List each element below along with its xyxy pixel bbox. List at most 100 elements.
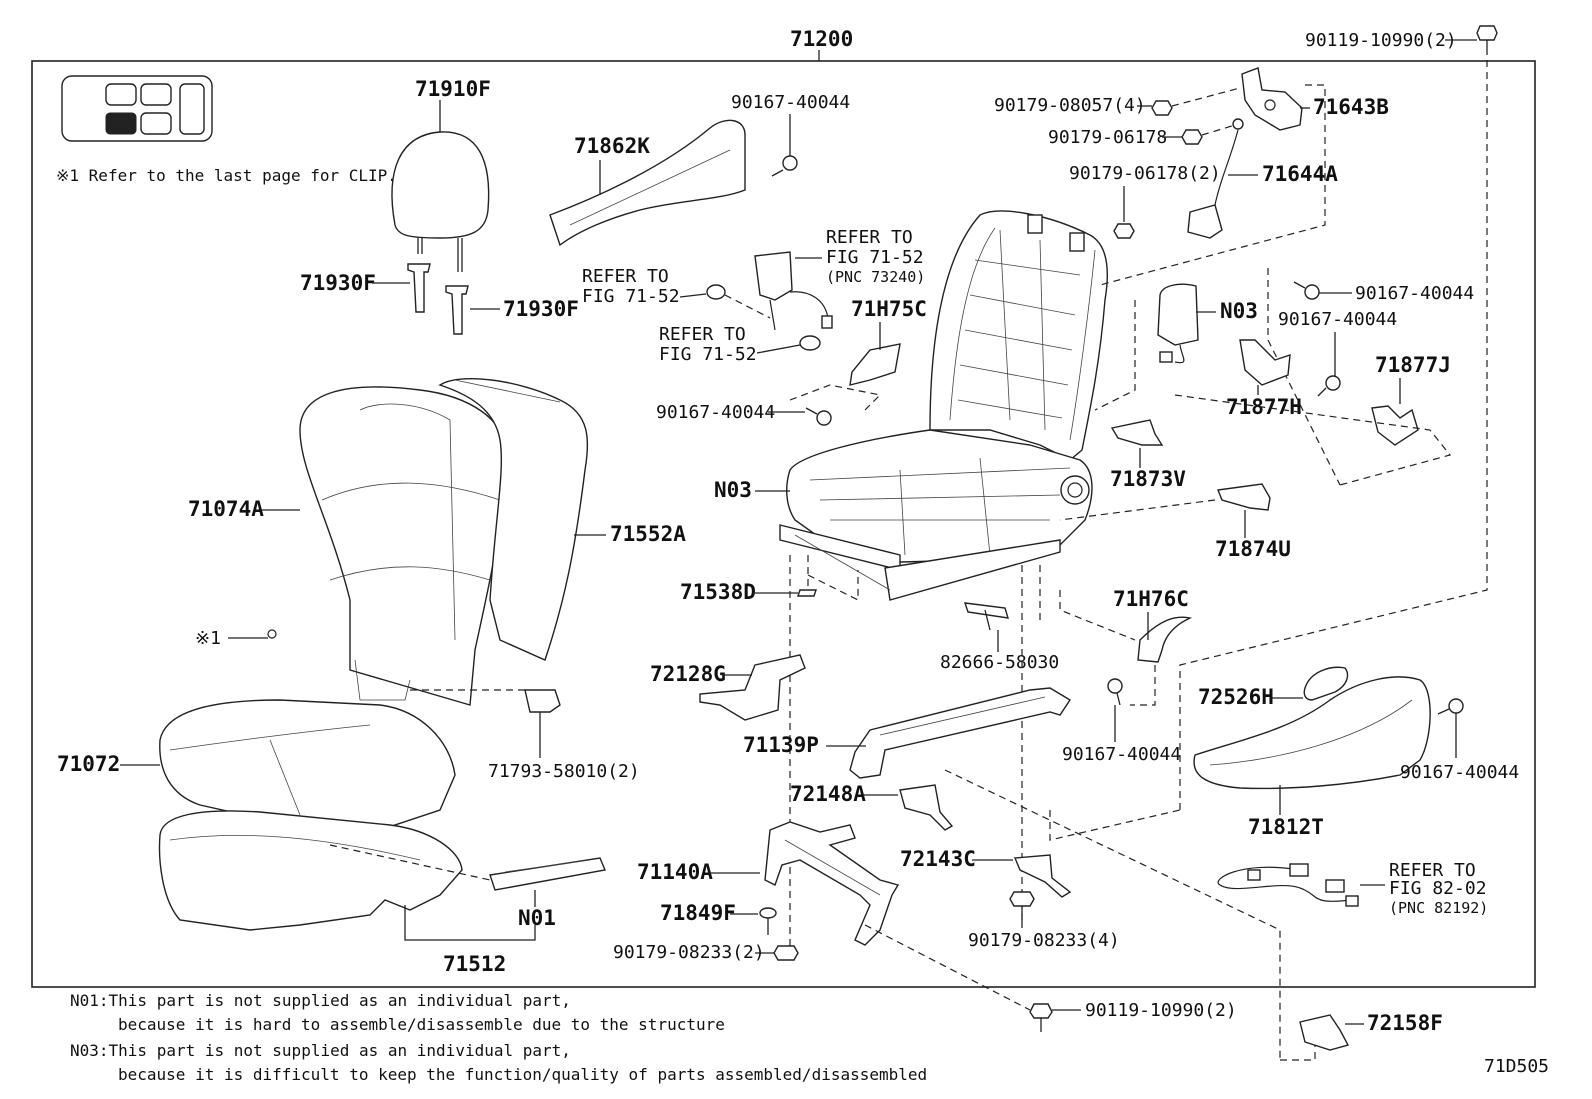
cover-71877H	[1239, 339, 1291, 386]
pin-71849F	[759, 907, 777, 935]
clip-71793-label[interactable]: 71793-58010(2)	[488, 761, 640, 782]
cover-71H75C	[849, 343, 901, 386]
shield-71862K	[549, 119, 746, 247]
nut-icon	[1181, 129, 1203, 145]
cover-71874U	[1217, 483, 1271, 511]
nut-08233-2-label[interactable]: 90179-08233(2)	[613, 942, 765, 963]
footnote-n01-line1: N01:This part is not supplied as an indi…	[70, 991, 571, 1010]
pad-71538D-label[interactable]: 71538D	[680, 580, 756, 604]
cover-71H76C	[1137, 616, 1193, 663]
cover-71877J-label[interactable]: 71877J	[1375, 353, 1451, 377]
refer-fig-8202-line3: (PNC 82192)	[1389, 899, 1488, 917]
main-part-label[interactable]: 71200	[790, 27, 853, 51]
nut-06178-label[interactable]: 90179-06178	[1048, 127, 1167, 148]
refer-fig-7152-a-line1[interactable]: REFER TO	[826, 227, 913, 248]
knob-72526H-label[interactable]: 72526H	[1198, 685, 1274, 709]
guide-right-label[interactable]: 71930F	[503, 297, 579, 321]
headrest-label[interactable]: 71910F	[415, 77, 491, 101]
cover-71873V-label[interactable]: 71873V	[1110, 467, 1186, 491]
nut-08057-label[interactable]: 90179-08057(4)	[994, 95, 1146, 116]
wire-71644A-label[interactable]: 71644A	[1262, 162, 1338, 186]
screw-mid-label[interactable]: 90167-40044	[656, 402, 775, 423]
footnote-n03-line1: N03:This part is not supplied as an indi…	[70, 1041, 571, 1060]
screw-lower-label[interactable]: 90167-40044	[1062, 744, 1181, 765]
n01-label[interactable]: N01	[518, 906, 556, 930]
cover-71074A-label[interactable]: 71074A	[188, 497, 264, 521]
refer-fig-8202-line1[interactable]: REFER TO	[1389, 860, 1476, 881]
lever-71643B	[1241, 67, 1303, 131]
cover-71873V	[1110, 419, 1164, 446]
cover-71552A-label[interactable]: 71552A	[610, 522, 686, 546]
cover-72128G-label[interactable]: 72128G	[650, 662, 726, 686]
screw-icon	[1293, 281, 1320, 300]
footnote-n01-line2: because it is hard to assemble/disassemb…	[118, 1015, 725, 1034]
cover-72148A-label[interactable]: 72148A	[790, 782, 866, 806]
seat-cushion-cover-71072	[159, 699, 456, 831]
cushion-71072-label[interactable]: 71072	[57, 752, 120, 776]
refer-fig-7152-b-line1[interactable]: REFER TO	[582, 266, 669, 287]
headrest-guide-left	[407, 263, 431, 313]
washer-icon	[706, 284, 726, 300]
cover-72143C-label[interactable]: 72143C	[900, 847, 976, 871]
cover-72158F	[1299, 1014, 1350, 1051]
pad-71538D	[797, 589, 817, 597]
nut-06178-2-label[interactable]: 90179-06178(2)	[1069, 163, 1221, 184]
figure-code: 71D505	[1484, 1056, 1549, 1077]
screw-icon	[1317, 375, 1341, 397]
nut-icon	[1113, 223, 1135, 239]
screw-icon	[1437, 698, 1464, 715]
shield-71812T-label[interactable]: 71812T	[1248, 815, 1324, 839]
bracket-71139P	[849, 687, 1071, 779]
diagram-frame	[31, 60, 1536, 988]
washer-icon	[799, 335, 821, 351]
n03-frame-label[interactable]: N03	[714, 478, 752, 502]
n03-airbag-label[interactable]: N03	[1220, 299, 1258, 323]
seat-frame-n03	[779, 210, 1109, 601]
bolt-icon	[1476, 25, 1498, 55]
clip-71793	[524, 689, 561, 713]
cable-71644A	[1187, 118, 1244, 239]
refer-fig-7152-a-line3: (PNC 73240)	[826, 268, 925, 286]
nut-08233-4-label[interactable]: 90179-08233(4)	[968, 930, 1120, 951]
bolt-10990-top-label[interactable]: 90119-10990(2)	[1305, 30, 1457, 51]
refer-fig-7152-b-line2[interactable]: FIG 71-52	[582, 286, 680, 307]
refer-fig-8202-line2[interactable]: FIG 82-02	[1389, 878, 1487, 899]
cover-72158F-label[interactable]: 72158F	[1367, 1011, 1443, 1035]
refer-fig-7152-c-line1[interactable]: REFER TO	[659, 324, 746, 345]
screw-right2-label[interactable]: 90167-40044	[1278, 309, 1397, 330]
bracket-71140A	[764, 821, 900, 946]
cover-72128G	[699, 654, 806, 721]
cover-71H76C-label[interactable]: 71H76C	[1113, 587, 1189, 611]
lever-71643B-label[interactable]: 71643B	[1313, 95, 1389, 119]
clip-82666-label[interactable]: 82666-58030	[940, 652, 1059, 673]
pad-71512-label[interactable]: 71512	[443, 952, 506, 976]
shield-71812T	[1193, 676, 1431, 790]
cover-71H75C-label[interactable]: 71H75C	[851, 297, 927, 321]
shield-71862K-label[interactable]: 71862K	[574, 134, 650, 158]
clip-82666	[963, 602, 1009, 631]
cover-72143C	[1013, 854, 1072, 898]
screw-side-label[interactable]: 90167-40044	[1400, 762, 1519, 783]
refer-fig-7152-a-line2[interactable]: FIG 71-52	[826, 247, 924, 268]
screw-icon	[771, 155, 798, 177]
seatback-cover-71074A	[299, 386, 506, 706]
bracket-71140A-label[interactable]: 71140A	[637, 860, 713, 884]
bracket-71139P-label[interactable]: 71139P	[743, 733, 819, 757]
side-airbag-n03	[1157, 283, 1199, 364]
screw-top-label[interactable]: 90167-40044	[731, 92, 850, 113]
nut-icon	[773, 945, 799, 961]
screw-right1-label[interactable]: 90167-40044	[1355, 283, 1474, 304]
refer-fig-7152-c-line2[interactable]: FIG 71-52	[659, 344, 757, 365]
bolt-10990-bottom-label[interactable]: 90119-10990(2)	[1085, 1000, 1237, 1021]
nut-icon	[1151, 100, 1173, 116]
guide-left-label[interactable]: 71930F	[300, 271, 376, 295]
cover-71874U-label[interactable]: 71874U	[1215, 537, 1291, 561]
seatbelt-buckle	[754, 251, 833, 331]
knob-72526H	[1303, 666, 1349, 701]
clip-marker: ※1	[195, 628, 221, 649]
footnote-n03-line2: because it is difficult to keep the func…	[118, 1065, 927, 1084]
pin-71849F-label[interactable]: 71849F	[660, 901, 736, 925]
seatback-board-71552A	[438, 377, 589, 661]
